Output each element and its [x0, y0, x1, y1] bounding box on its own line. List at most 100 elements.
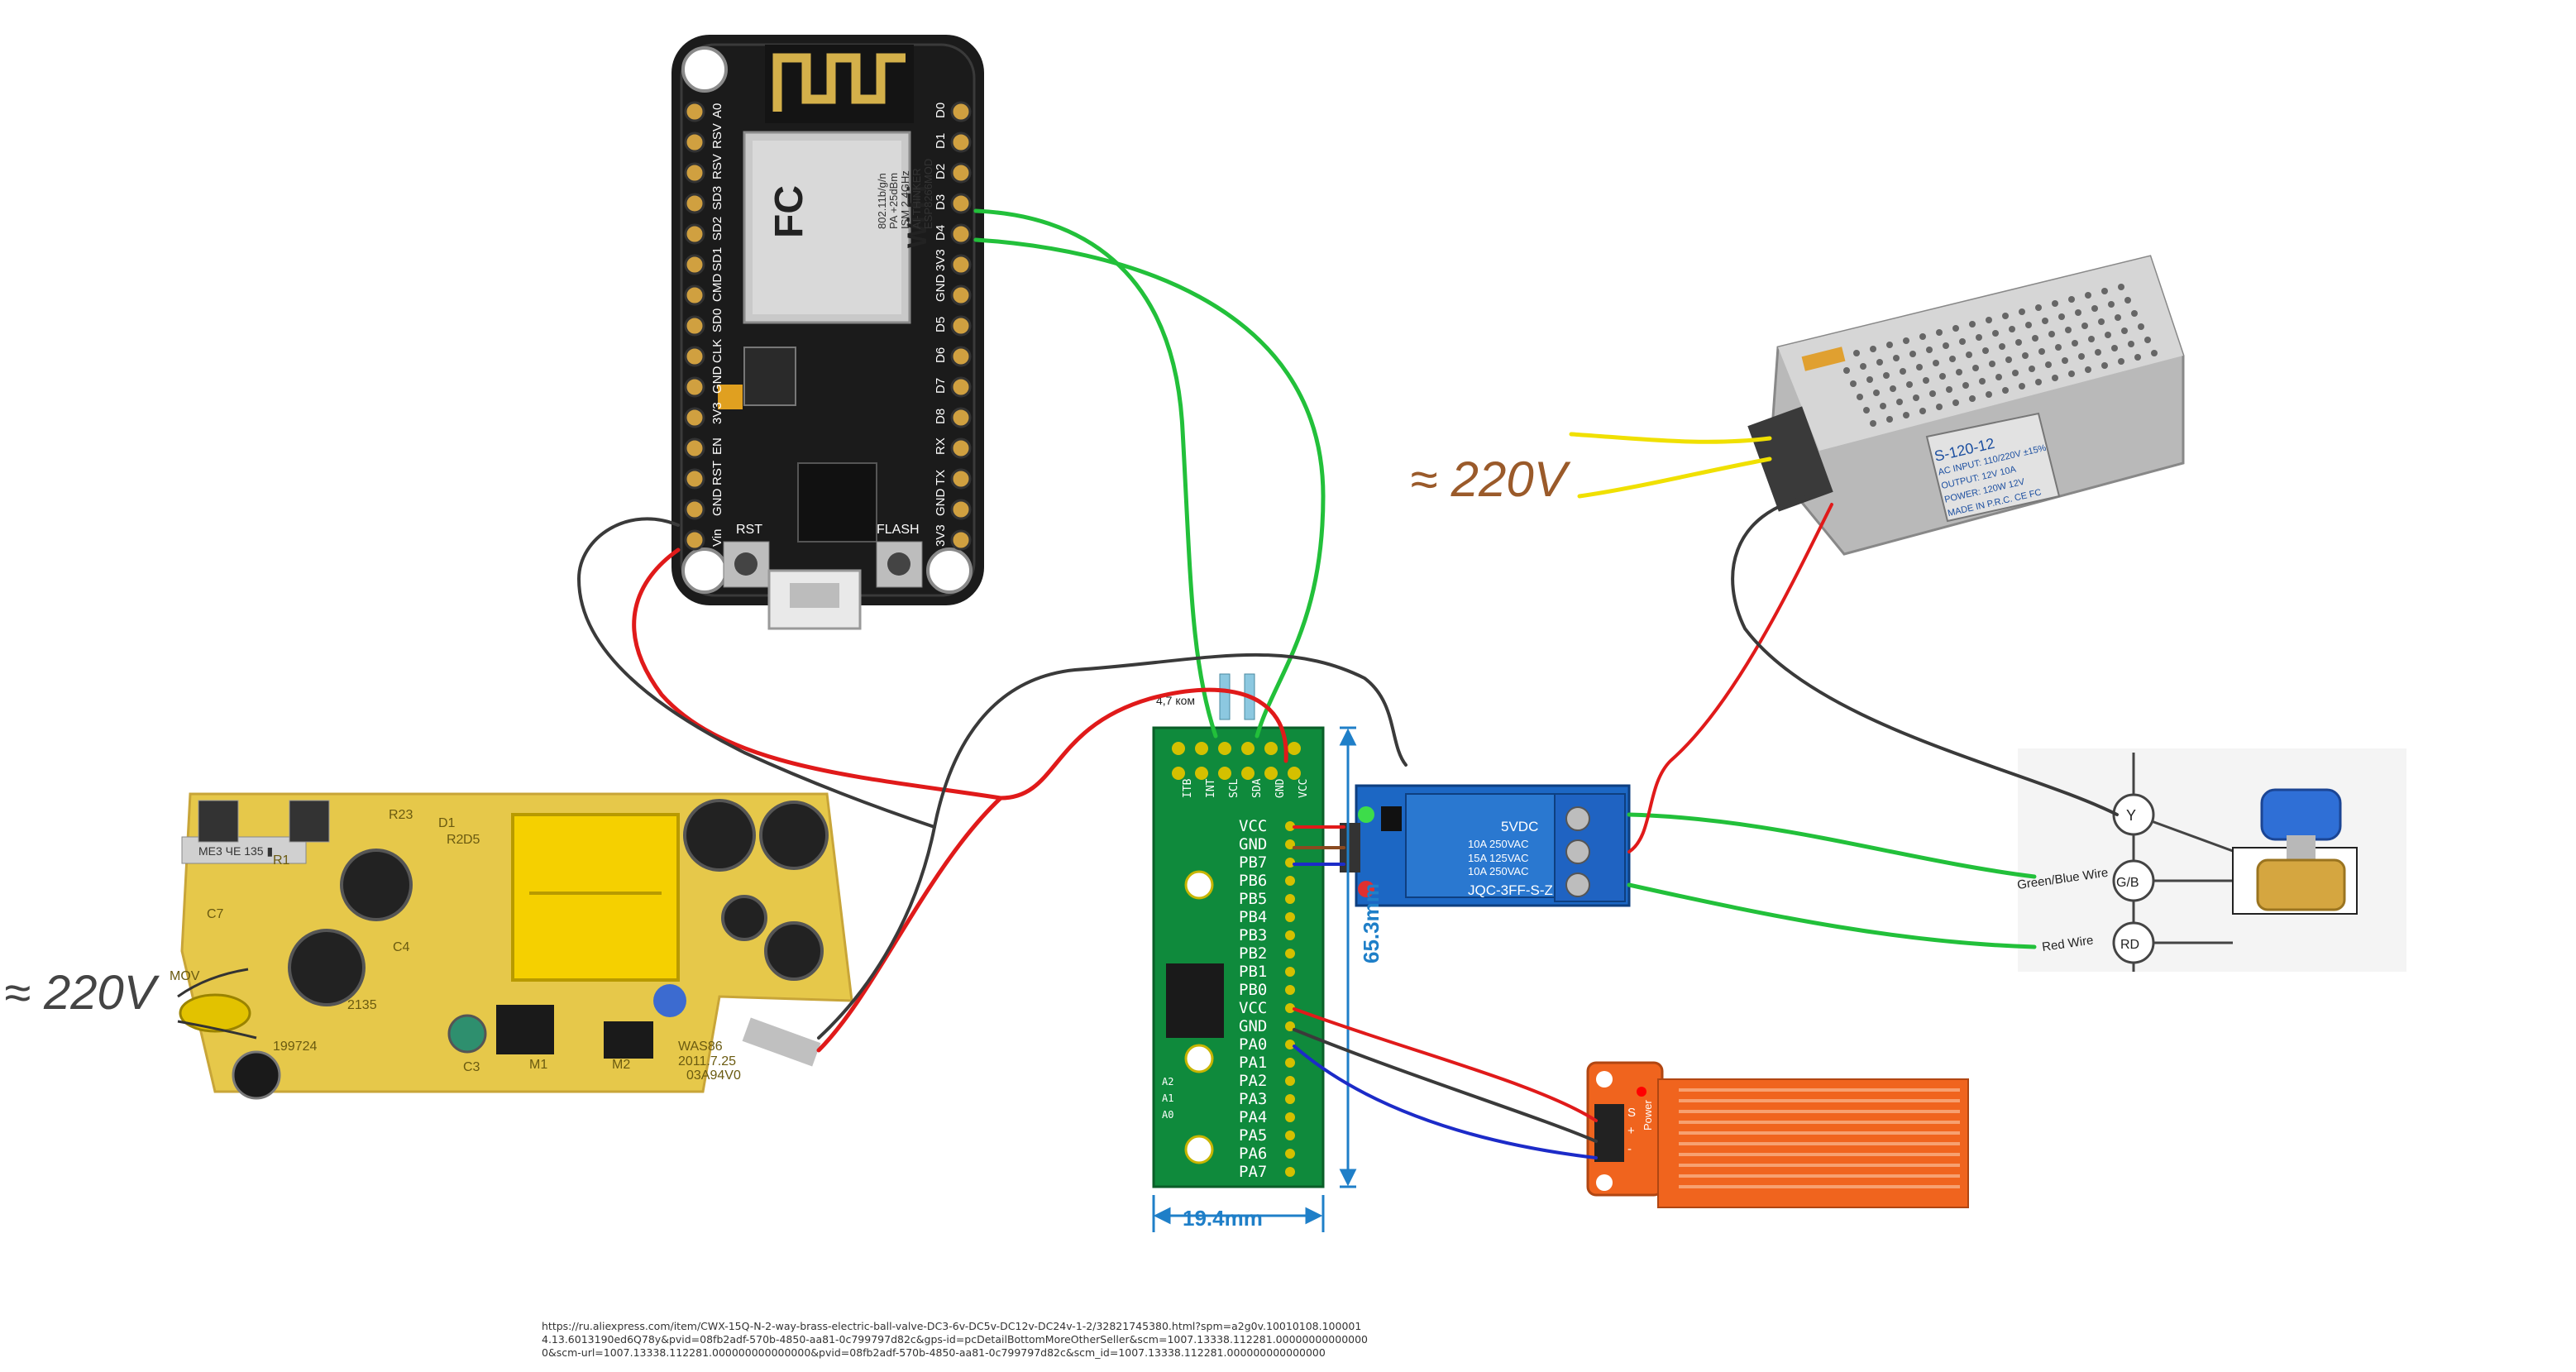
silkscreen-text: 03A94V0 — [686, 1068, 741, 1083]
vent-hole — [2035, 304, 2042, 311]
pin-hole — [684, 468, 705, 490]
vent-hole — [2151, 350, 2158, 356]
pin-label-left: GND — [710, 366, 724, 394]
vent-hole — [2009, 326, 2015, 332]
pin-label-left: Vin — [710, 529, 724, 547]
pin-label-left: SD2 — [710, 217, 724, 241]
vent-hole — [1972, 365, 1979, 371]
header-hole — [1264, 767, 1278, 780]
pin-hole — [1285, 949, 1295, 958]
expander-pin-label: VCC — [1239, 817, 1267, 835]
wire-relay-valve-green1 — [1627, 812, 2037, 879]
vent-hole — [1890, 385, 1896, 392]
vent-hole — [1906, 381, 1913, 388]
vent-hole — [2065, 327, 2072, 333]
wire-psu-relay-red — [1627, 503, 1833, 853]
pin-hole — [1285, 1131, 1295, 1140]
expander-top-pin-label: SCL — [1228, 778, 1240, 798]
led-red — [1358, 881, 1374, 897]
vent-hole — [2105, 332, 2111, 338]
pin-hole — [684, 315, 705, 337]
pin-label-right: D3 — [934, 194, 948, 210]
vent-hole — [2118, 358, 2124, 365]
expander-pin-label: PB6 — [1239, 872, 1267, 890]
header-hole — [1288, 767, 1301, 780]
vent-hole — [2085, 366, 2091, 373]
expander-pin-label: GND — [1239, 835, 1267, 853]
expander-pin-label: PB7 — [1239, 853, 1267, 872]
terminal-rd-label: RD — [2120, 938, 2139, 952]
sensor-pin-header — [1594, 1104, 1624, 1162]
pin-hole — [684, 376, 705, 398]
source-url[interactable]: https://ru.aliexpress.com/item/CWX-15Q-N… — [542, 1320, 1369, 1359]
cap-blue — [653, 984, 686, 1017]
valve-wiring-schematic: Y G/B RD Green/Blue Wire Red Wire — [2016, 748, 2406, 972]
vent-hole — [1969, 395, 1976, 402]
silkscreen-text: MOV — [170, 969, 200, 983]
expander-pin-label: PB1 — [1239, 963, 1267, 981]
header-hole — [1241, 767, 1255, 780]
terminal-gb-label: G/B — [2116, 876, 2139, 890]
vent-hole — [2045, 361, 2052, 368]
pin-hole — [950, 437, 972, 459]
vent-hole — [2095, 349, 2101, 356]
silkscreen-text: C3 — [463, 1060, 480, 1074]
vent-hole — [2019, 308, 2025, 315]
vent-hole — [2052, 375, 2058, 381]
capacitor — [288, 929, 366, 1006]
pin-hole — [684, 101, 705, 122]
vent-hole — [1946, 386, 1952, 393]
vent-hole — [1873, 390, 1880, 396]
vent-hole — [2048, 331, 2055, 337]
mounting-hole — [1184, 870, 1214, 900]
capacitor — [340, 849, 413, 921]
pin-hole — [684, 499, 705, 520]
silkscreen-text: WAS86 — [678, 1040, 723, 1054]
mounting-hole — [926, 547, 973, 594]
expander-top-pin-label: SDA — [1251, 778, 1264, 798]
capacitor — [718, 385, 743, 409]
pin-hole — [684, 407, 705, 428]
module-text: AI-THINKER — [910, 168, 923, 229]
pin-hole — [950, 468, 972, 490]
pin-hole — [684, 193, 705, 214]
silkscreen-text: C4 — [393, 940, 410, 954]
terminal-gb — [2112, 859, 2155, 902]
header-hole — [1195, 742, 1208, 755]
vent-hole — [1962, 382, 1969, 389]
pin-label-left: GND — [710, 489, 724, 517]
pin-hole — [1285, 930, 1295, 940]
mov-varistor — [179, 993, 251, 1033]
pin-hole — [950, 346, 972, 367]
pin-hole — [1285, 839, 1295, 849]
expander-pin-label: PB5 — [1239, 890, 1267, 908]
height-dim-label: 65.3mm — [1359, 883, 1384, 963]
pin-label-left: RST — [710, 461, 724, 485]
vent-hole — [1876, 359, 1883, 366]
pin-hole — [1285, 1076, 1295, 1086]
transistor — [1381, 806, 1402, 831]
vent-hole — [2085, 292, 2091, 299]
vent-hole — [1939, 373, 1946, 380]
pin-hole — [950, 529, 972, 551]
expander-pin-label: PB3 — [1239, 926, 1267, 944]
silkscreen-text: R2 — [447, 833, 464, 847]
pin-hole — [684, 437, 705, 459]
pin-hole — [950, 101, 972, 122]
resistor-label: 4,7 ком — [1156, 694, 1195, 707]
pin-hole — [684, 529, 705, 551]
header-hole — [1218, 767, 1231, 780]
vent-hole — [1929, 390, 1936, 397]
pin-label-right: D4 — [934, 225, 948, 241]
expander-pin-label: PA6 — [1239, 1145, 1267, 1163]
vent-hole — [1956, 369, 1962, 375]
vent-hole — [1969, 321, 1976, 327]
mounting-hole — [1184, 1135, 1214, 1164]
pin-hole — [684, 346, 705, 367]
pin-hole — [684, 131, 705, 153]
vent-hole — [2055, 344, 2062, 351]
relay-text: 10A 250VAC — [1468, 865, 1528, 877]
mounting-hole — [232, 1050, 281, 1100]
sensor-pin-label: - — [1627, 1142, 1632, 1156]
